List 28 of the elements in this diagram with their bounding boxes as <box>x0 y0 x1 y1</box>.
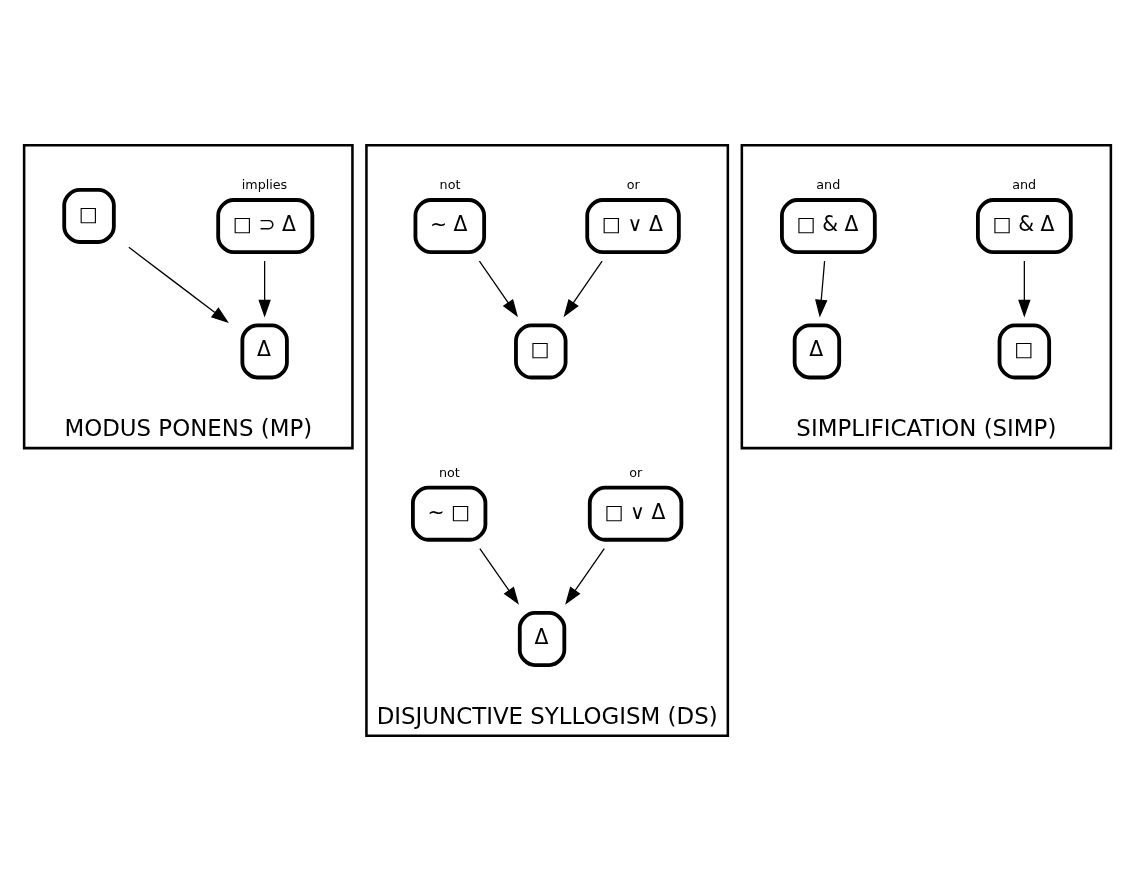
arrow <box>479 547 519 605</box>
node-label: not <box>438 464 460 480</box>
node-box: □ <box>997 322 1052 379</box>
node-box: □ <box>514 322 568 379</box>
arrow <box>1018 259 1031 317</box>
node-label: not <box>439 176 461 192</box>
node-label: implies <box>241 176 288 192</box>
arrow <box>478 259 519 317</box>
arrow <box>258 259 271 317</box>
node-box: □ ∨ Δ <box>587 485 684 542</box>
node-box: □ ∨ Δ <box>585 197 681 254</box>
arrow <box>128 246 229 323</box>
arrow <box>815 259 828 317</box>
arrow <box>563 259 603 317</box>
arrow <box>565 547 605 605</box>
node-box: Δ <box>517 610 567 667</box>
node-box: □ & Δ <box>780 197 877 254</box>
node-box: ∼ Δ <box>413 197 487 254</box>
node-box: ∼ □ <box>410 485 488 542</box>
node-box: Δ <box>240 322 289 379</box>
node-box: Δ <box>792 322 842 379</box>
node-box: □ & Δ <box>976 197 1073 254</box>
node-box: □ <box>62 187 116 244</box>
node-label: and <box>816 176 841 192</box>
node-label: or <box>629 464 643 480</box>
node-box: □ ⊃ Δ <box>216 197 315 254</box>
node-label: and <box>1012 176 1037 192</box>
node-label: or <box>626 176 640 192</box>
